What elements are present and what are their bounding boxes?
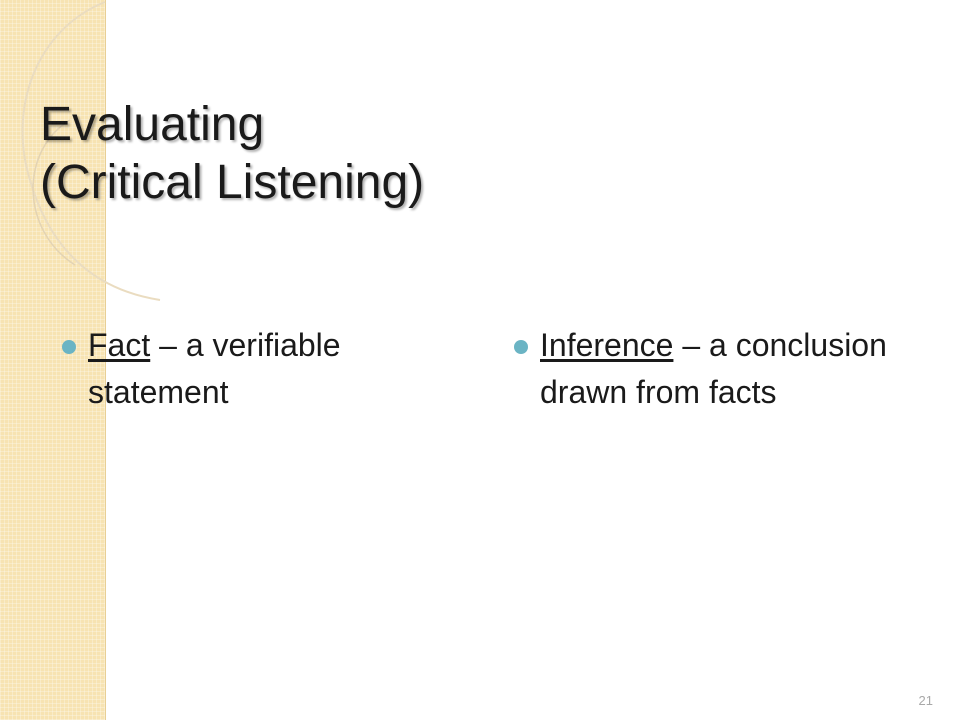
bullet-inference: Inference – a conclusion drawn from fact…: [514, 322, 894, 416]
bullet-dot-icon: [62, 340, 76, 354]
bullet-fact-text: Fact – a verifiable statement: [88, 322, 412, 416]
slide-title: Evaluating (Critical Listening): [40, 96, 740, 212]
slide-title-line-1: Evaluating: [40, 98, 265, 151]
bullet-dot-icon: [514, 340, 528, 354]
bullet-inference-definition: – a conclusion drawn from facts: [540, 327, 887, 410]
bullet-fact: Fact – a verifiable statement: [62, 322, 412, 416]
bullet-inference-term: Inference: [540, 327, 674, 363]
bullet-inference-text: Inference – a conclusion drawn from fact…: [540, 322, 894, 416]
bullet-fact-definition: – a verifiable statement: [88, 327, 341, 410]
page-number: 21: [918, 693, 933, 708]
bullet-fact-term: Fact: [88, 327, 151, 363]
slide-title-line-2: (Critical Listening): [40, 156, 425, 209]
